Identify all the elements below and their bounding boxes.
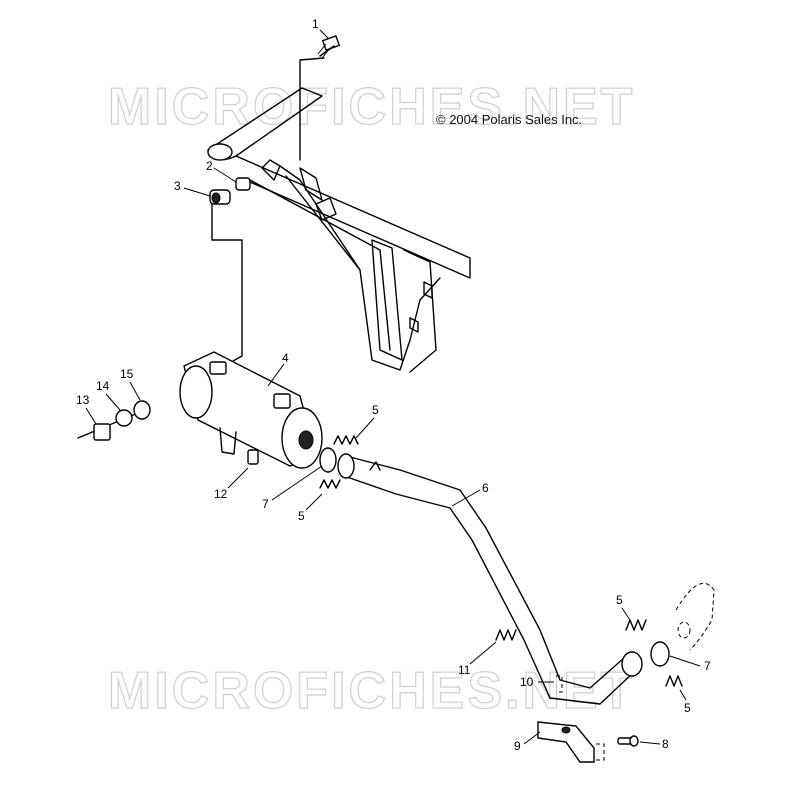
bolt-part-1 [317, 35, 341, 59]
gasket-part-7-upper [319, 447, 337, 473]
callout-13: 13 [76, 393, 97, 425]
watermark-bottom: MICROFICHES.NET [108, 662, 635, 720]
spring-part-11 [495, 629, 517, 641]
callout-11: 11 [458, 641, 497, 677]
callout-12: 12 [214, 467, 249, 501]
svg-text:14: 14 [96, 379, 110, 393]
svg-text:1: 1 [312, 17, 319, 31]
bolt-part-8 [596, 735, 639, 761]
spring-part-5-upper [333, 435, 359, 445]
engine-port-hole [677, 621, 691, 639]
svg-text:5: 5 [372, 403, 379, 417]
callout-6: 6 [451, 481, 489, 507]
callout-5c: 5 [616, 593, 631, 621]
clip-part-10 [556, 675, 563, 693]
callout-1: 1 [312, 17, 329, 39]
callout-5b: 5 [298, 493, 323, 523]
svg-text:15: 15 [120, 367, 134, 381]
svg-text:5: 5 [616, 593, 623, 607]
watermark-top: MICROFICHES.NET [108, 78, 635, 136]
svg-text:10: 10 [520, 675, 534, 689]
callout-15: 15 [120, 367, 141, 401]
svg-text:5: 5 [684, 701, 691, 715]
callout-4: 4 [267, 351, 289, 387]
engine-port-outline [675, 582, 715, 651]
gasket-part-7-right [650, 641, 670, 667]
svg-text:13: 13 [76, 393, 90, 407]
bolt-leader [299, 57, 325, 161]
callout-5d: 5 [679, 689, 691, 715]
svg-text:9: 9 [514, 739, 521, 753]
spacer-part-2 [235, 177, 251, 191]
bracket-part-9 [537, 721, 595, 763]
callout-9: 9 [514, 731, 541, 753]
spring-part-5-lower [319, 479, 341, 489]
callout-10: 10 [520, 675, 554, 689]
callout-2: 2 [206, 159, 237, 183]
callout-7b: 7 [669, 655, 711, 673]
bolt-part-12 [247, 449, 259, 465]
callout-8: 8 [639, 737, 669, 751]
svg-text:4: 4 [282, 351, 289, 365]
svg-text:6: 6 [482, 481, 489, 495]
callout-7a: 7 [262, 465, 323, 511]
svg-text:7: 7 [704, 659, 711, 673]
svg-text:12: 12 [214, 487, 228, 501]
muffler-part-4 [179, 351, 323, 469]
callout-14: 14 [96, 379, 121, 411]
callout-5a: 5 [355, 403, 379, 439]
nut-washer-stack [77, 400, 151, 441]
svg-text:5: 5 [298, 509, 305, 523]
spring-part-5-right-upper [625, 619, 647, 631]
mount-leader [211, 203, 243, 367]
svg-text:3: 3 [174, 179, 181, 193]
spring-part-5-right-lower [665, 675, 683, 687]
callout-3: 3 [174, 179, 211, 197]
copyright-text: © 2004 Polaris Sales Inc. [436, 112, 582, 127]
exhaust-pipe-part-6 [337, 453, 643, 705]
svg-text:7: 7 [262, 497, 269, 511]
frame-assembly [207, 87, 471, 373]
svg-text:11: 11 [458, 663, 471, 677]
svg-text:2: 2 [206, 159, 213, 173]
bushing-part-3 [209, 189, 231, 205]
svg-text:8: 8 [662, 737, 669, 751]
